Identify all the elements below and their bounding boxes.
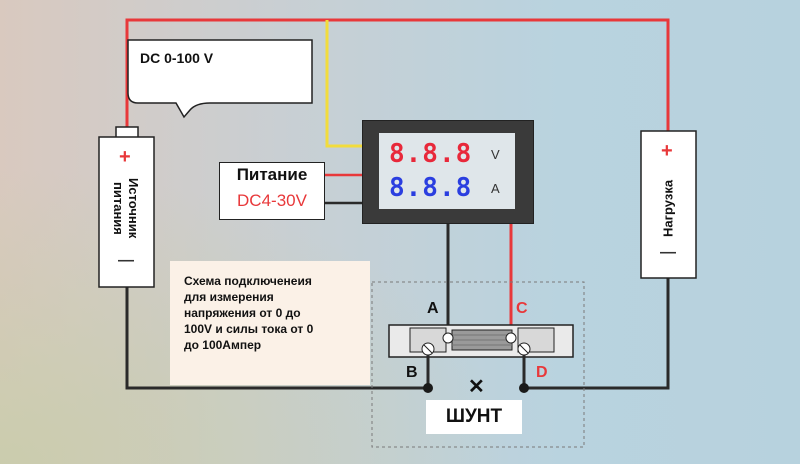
voltmeter-ammeter: 8.8.8 V 8.8.8 A bbox=[362, 120, 534, 224]
bottom-wire-right bbox=[522, 278, 670, 390]
power-range: DC4-30V bbox=[237, 191, 307, 210]
load-plus: + bbox=[661, 140, 673, 162]
terminal-a-label: A bbox=[427, 300, 439, 317]
break-cross-icon: ✕ bbox=[468, 376, 485, 398]
voltage-digits: 8.8.8 bbox=[389, 139, 473, 169]
battery-body bbox=[98, 136, 155, 288]
junction-d bbox=[519, 383, 529, 393]
voltage-range-label: DC 0-100 V bbox=[140, 50, 214, 66]
yellow-wire bbox=[325, 20, 364, 148]
shunt-dashed-box bbox=[371, 281, 585, 448]
load-label: Нагрузка bbox=[660, 179, 676, 237]
power-supply-box: Питание DC4-30V bbox=[219, 162, 325, 220]
current-unit: A bbox=[491, 181, 500, 196]
battery-minus: — bbox=[118, 252, 134, 269]
speech-bubble bbox=[127, 39, 313, 119]
terminal-c-label: C bbox=[516, 300, 528, 317]
terminal-d-label: D bbox=[536, 364, 548, 381]
current-digits: 8.8.8 bbox=[389, 173, 473, 203]
note-text: Схема подключенеия для измерения напряже… bbox=[184, 274, 314, 352]
shunt-label: ШУНТ bbox=[426, 400, 522, 434]
load-minus: — bbox=[660, 244, 676, 261]
description-note: Схема подключенеия для измерения напряже… bbox=[170, 261, 370, 385]
junction-b bbox=[423, 383, 433, 393]
battery-label: Источник питания bbox=[111, 177, 141, 239]
power-title: Питание bbox=[236, 165, 308, 184]
terminal-b-label: B bbox=[406, 364, 418, 381]
bottom-wire-left bbox=[125, 286, 430, 390]
voltage-unit: V bbox=[491, 147, 500, 162]
load-body bbox=[640, 130, 697, 279]
battery-plus: + bbox=[119, 146, 131, 168]
shunt-screw-a bbox=[442, 332, 454, 344]
meter-display: 8.8.8 V 8.8.8 A bbox=[379, 133, 515, 209]
red-wire-top bbox=[125, 18, 670, 132]
shunt-screw-c bbox=[505, 332, 517, 344]
